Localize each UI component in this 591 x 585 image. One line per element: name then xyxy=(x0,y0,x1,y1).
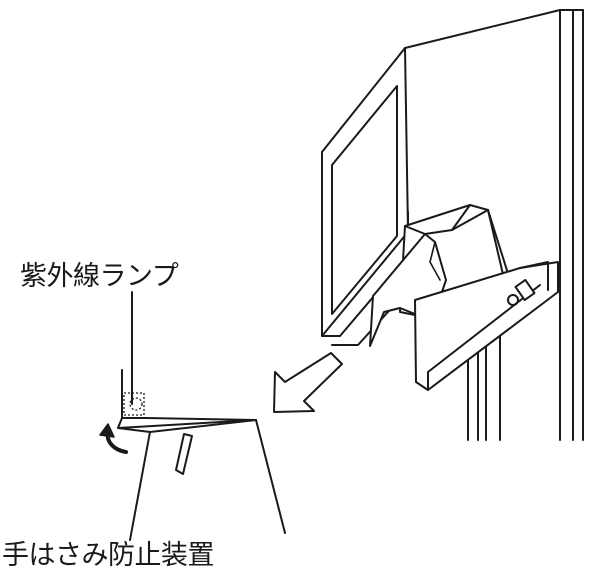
dispenser-unit xyxy=(321,9,584,441)
curved-arrow-icon xyxy=(99,423,115,438)
pinch-guard-leader xyxy=(129,431,151,541)
uv-lamp-label: 紫外線ランプ xyxy=(20,261,179,292)
pinch-guard-label: 手はさみ防止装置 xyxy=(2,540,215,571)
detail-drawing xyxy=(99,369,286,534)
direction-arrow-icon xyxy=(273,352,343,413)
